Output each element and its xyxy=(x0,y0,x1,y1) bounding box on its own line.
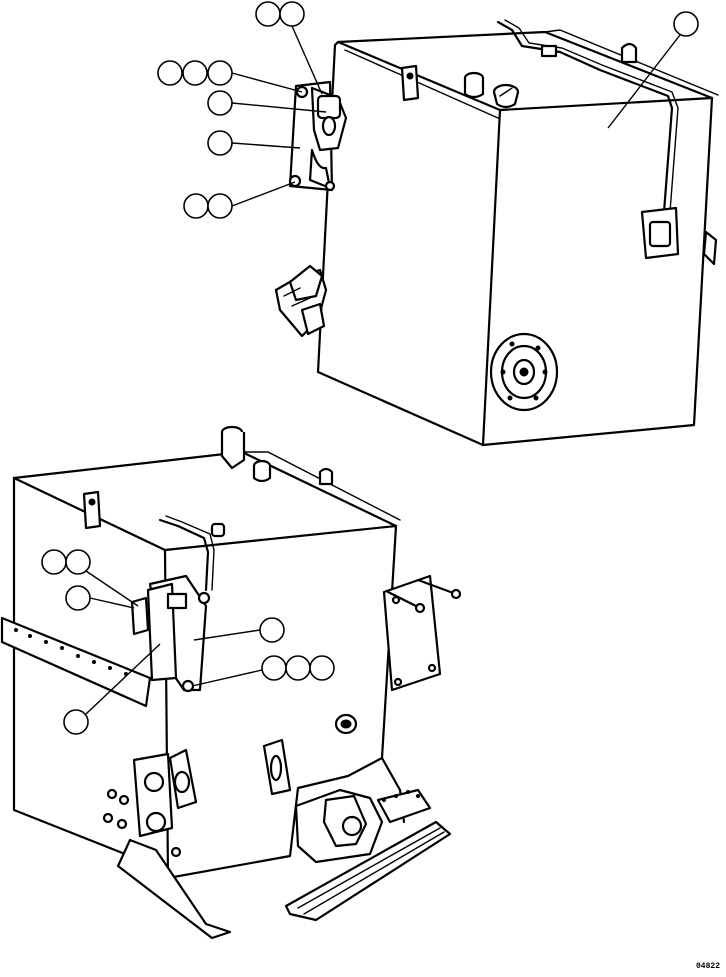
callout-group-u6 xyxy=(183,181,296,219)
upper-drain-flange xyxy=(489,332,559,412)
callouts-upper xyxy=(157,1,699,219)
callout-group-u2 xyxy=(607,11,699,129)
lower-lifting-eye-right xyxy=(318,467,334,486)
upper-breather-tube xyxy=(496,19,718,266)
callout-group-l3 xyxy=(193,617,285,643)
upper-mounting-bracket xyxy=(288,80,348,192)
callout-group-u3 xyxy=(157,60,303,93)
upper-filler-cap xyxy=(463,71,520,109)
lower-side-plate xyxy=(382,574,462,692)
lower-lifting-eye-left xyxy=(82,490,102,530)
upper-lifting-eye-right xyxy=(620,42,638,64)
lower-mounting-bracket xyxy=(130,574,211,693)
upper-tank-view xyxy=(274,19,719,447)
callout-group-l4 xyxy=(191,655,335,687)
callout-group-u4 xyxy=(207,90,327,116)
lower-tank-view xyxy=(0,425,462,940)
lower-left-mount xyxy=(102,748,232,940)
lower-sight-gauge xyxy=(262,738,292,796)
drawing-number: 04822 xyxy=(695,962,720,971)
callout-group-u5 xyxy=(207,130,301,156)
lower-breather-tube xyxy=(158,515,226,592)
lower-port xyxy=(334,713,358,735)
lower-filler-neck xyxy=(220,425,272,483)
callout-group-u1 xyxy=(255,1,323,95)
lower-left-rail xyxy=(0,616,152,708)
lower-right-step xyxy=(284,788,452,922)
callouts-lower xyxy=(41,549,335,735)
callout-group-l1 xyxy=(41,549,139,607)
upper-valve-assembly xyxy=(274,264,328,338)
callout-group-l2 xyxy=(65,585,135,611)
upper-lifting-eye-left xyxy=(400,64,420,102)
callout-group-l5 xyxy=(63,643,161,735)
